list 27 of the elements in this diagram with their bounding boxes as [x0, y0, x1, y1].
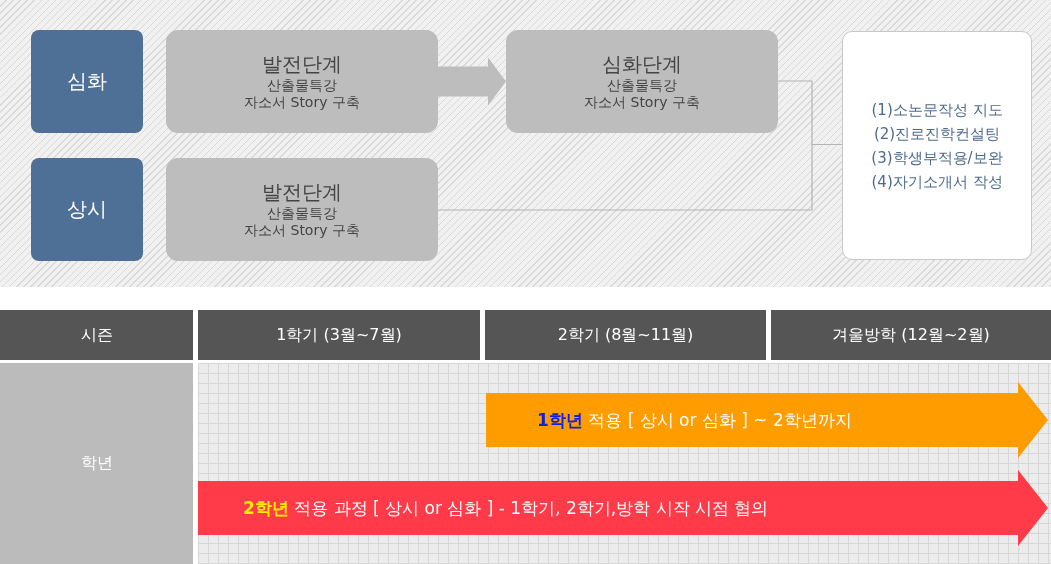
program-box: [842, 31, 1032, 260]
program-item: (4)자기소개서 작성: [871, 171, 1003, 193]
program-item: (2)진로진학컨설팅: [873, 123, 1001, 145]
stage-title: 발전단계: [262, 179, 342, 205]
column-header: 2학기 (8월~11월): [485, 310, 766, 360]
program-item: (3)학생부적용/보완: [871, 147, 1003, 169]
stage-box: [166, 30, 438, 133]
arrow-text: 1학년 적용 [ 상시 or 심화 ] ~ 2학년까지: [537, 408, 852, 432]
block-arrow: [438, 57, 506, 106]
program-item: (1)소논문작성 지도: [871, 99, 1003, 121]
row-header: 학년: [0, 363, 193, 564]
stage-box: [166, 158, 438, 261]
stage-item: 자소서 Story 구축: [584, 94, 700, 112]
stage-item: 자소서 Story 구축: [244, 222, 360, 240]
stage-item: 자소서 Story 구축: [244, 94, 360, 112]
stage-title: 심화단계: [602, 51, 682, 77]
stage-item: 산출물특강: [267, 76, 337, 94]
stage-item: 산출물특강: [267, 204, 337, 222]
category-box: 심화: [31, 30, 143, 133]
stage-title: 발전단계: [262, 51, 342, 77]
column-header: 시즌: [0, 310, 193, 360]
column-header: 1학기 (3월~7월): [198, 310, 480, 360]
column-header: 겨울방학 (12월~2월): [771, 310, 1051, 360]
stage-box: [506, 30, 778, 133]
arrow-text: 2학년 적용 과정 [ 상시 or 심화 ] - 1학기, 2학기,방학 시작 시점 협의: [243, 496, 769, 520]
category-box: 상시: [31, 158, 143, 261]
stage-item: 산출물특강: [607, 76, 677, 94]
